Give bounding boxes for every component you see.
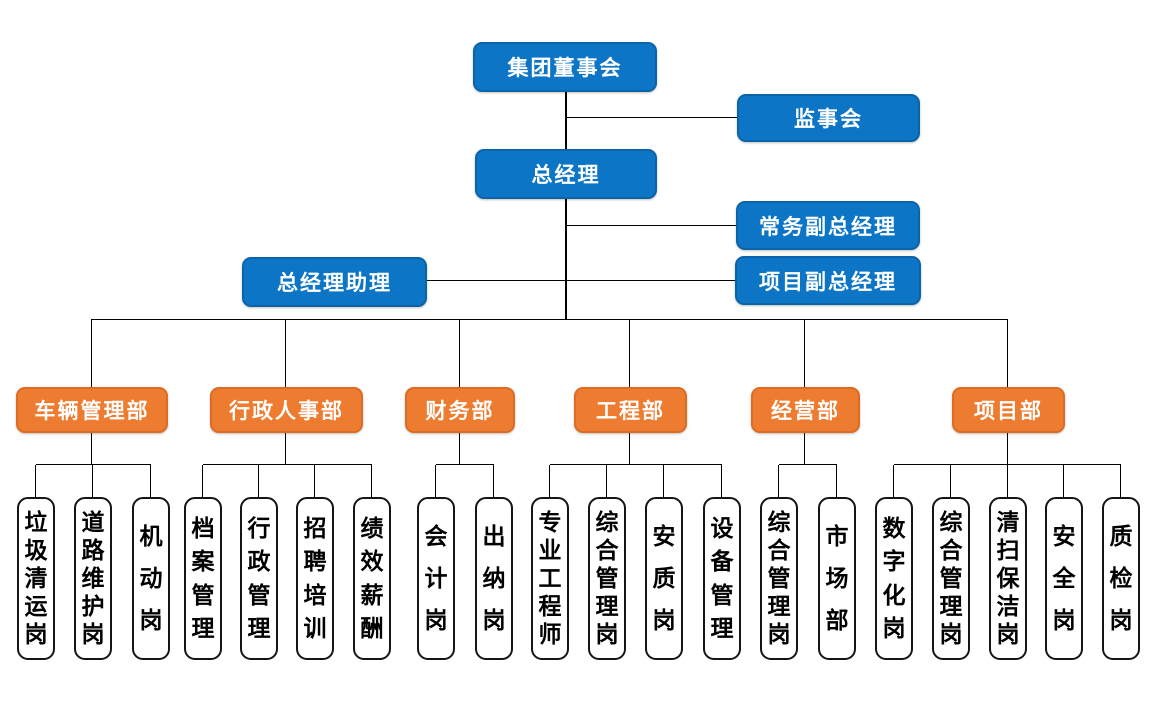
position-node: 垃圾清运岗 <box>17 497 55 660</box>
position-node: 综合管理岗 <box>588 497 626 660</box>
connector-line <box>629 433 631 465</box>
connector-line <box>436 464 494 466</box>
dept-project: 项目部 <box>952 387 1065 433</box>
position-node: 市场部 <box>818 497 856 660</box>
node-board-of-directors: 集团董事会 <box>473 42 657 92</box>
position-node: 综合管理岗 <box>760 497 798 660</box>
position-node: 质检岗 <box>1102 497 1140 660</box>
connector-line <box>493 465 495 498</box>
position-node: 清扫保洁岗 <box>989 497 1027 660</box>
connector-line <box>459 433 461 465</box>
connector-line <box>1063 465 1065 498</box>
connector-line <box>285 433 287 465</box>
dept-finance: 财务部 <box>405 387 515 433</box>
node-general-manager: 总经理 <box>475 149 657 199</box>
node-gm-assistant: 总经理助理 <box>242 257 427 307</box>
position-node: 招聘培训 <box>296 497 334 660</box>
connector-line <box>804 319 806 387</box>
connector-line <box>285 319 287 387</box>
connector-line <box>258 465 260 498</box>
position-node: 安质岗 <box>645 497 683 660</box>
position-node: 机动岗 <box>132 497 170 660</box>
node-executive-deputy-gm: 常务副总经理 <box>736 201 920 250</box>
position-node: 出纳岗 <box>475 497 513 660</box>
position-node: 设备管理 <box>703 497 741 660</box>
dept-admin-hr: 行政人事部 <box>210 387 363 433</box>
connector-line <box>1120 465 1122 498</box>
node-project-deputy-gm: 项目副总经理 <box>735 256 921 305</box>
connector-line <box>427 280 735 282</box>
connector-line <box>894 464 1121 466</box>
connector-line <box>779 464 837 466</box>
connector-line <box>549 465 551 498</box>
connector-line <box>202 465 204 498</box>
connector-line <box>35 465 37 498</box>
dept-business: 经营部 <box>751 387 860 433</box>
connector-line <box>150 465 152 498</box>
connector-line <box>606 465 608 498</box>
connector-line <box>893 465 895 498</box>
connector-line <box>836 465 838 498</box>
position-node: 道路维护岗 <box>74 497 112 660</box>
position-node: 数字化岗 <box>875 497 913 660</box>
connector-line <box>92 465 94 498</box>
connector-line <box>566 225 737 227</box>
connector-line <box>435 465 437 498</box>
position-node: 行政管理 <box>240 497 278 660</box>
connector-line <box>459 319 461 387</box>
connector-line <box>566 117 738 119</box>
connector-line <box>550 464 722 466</box>
connector-line <box>91 433 93 465</box>
dept-vehicle-management: 车辆管理部 <box>16 387 168 433</box>
connector-line <box>1007 465 1009 498</box>
position-node: 会计岗 <box>417 497 455 660</box>
dept-engineering: 工程部 <box>574 387 687 433</box>
connector-line <box>92 319 1008 321</box>
position-node: 专业工程师 <box>531 497 569 660</box>
connector-line <box>565 92 568 320</box>
position-node: 档案管理 <box>184 497 222 660</box>
connector-line <box>778 465 780 498</box>
connector-line <box>1007 433 1009 465</box>
connector-line <box>1007 319 1009 387</box>
connector-line <box>804 433 806 465</box>
node-supervisory-board: 监事会 <box>737 94 920 142</box>
position-node: 安全岗 <box>1045 497 1083 660</box>
connector-line <box>203 464 372 466</box>
connector-line <box>663 465 665 498</box>
connector-line <box>36 464 151 466</box>
connector-line <box>371 465 373 498</box>
connector-line <box>721 465 723 498</box>
position-node: 综合管理岗 <box>932 497 970 660</box>
position-node: 绩效薪酬 <box>353 497 391 660</box>
connector-line <box>950 465 952 498</box>
connector-line <box>629 319 631 387</box>
connector-line <box>314 465 316 498</box>
connector-line <box>91 319 93 387</box>
